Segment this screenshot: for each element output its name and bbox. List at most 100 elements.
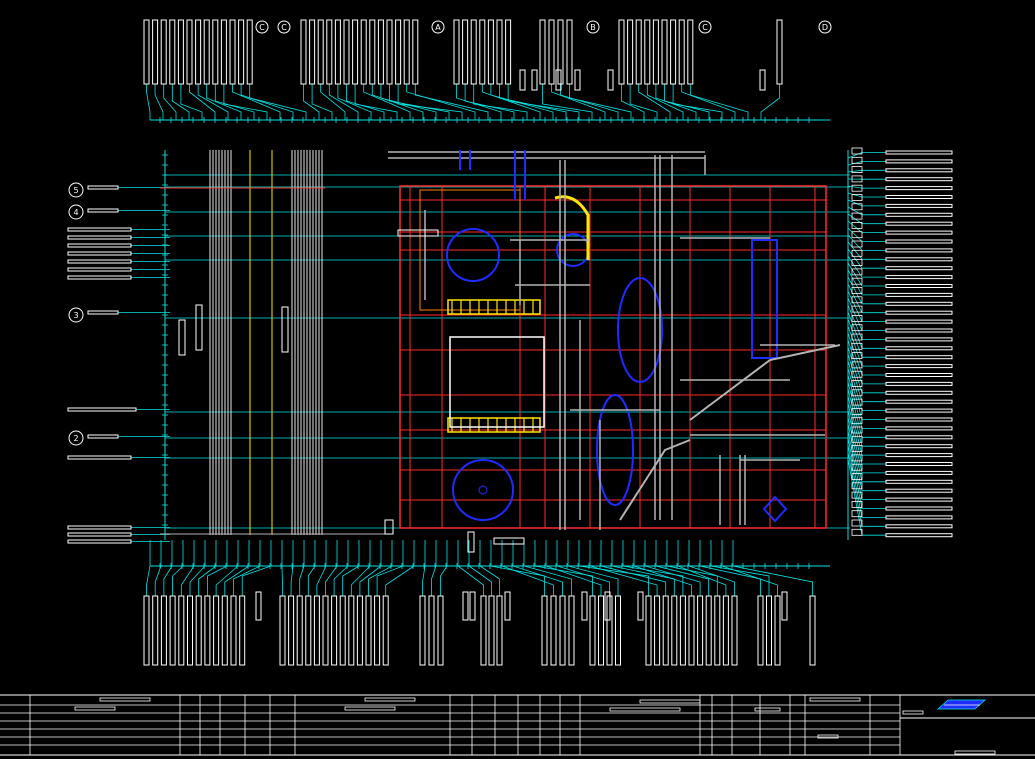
right-row-tag [851,417,863,425]
right-row-tag [851,166,863,174]
callout-label-box-top [326,19,333,85]
callout-label-box-right [885,497,953,502]
right-row-tag [851,277,863,285]
callout-label-box-top [496,19,503,85]
right-row-tag [851,240,863,248]
callout-label-box-right [885,177,953,182]
title-block-text-field [364,697,416,702]
leader-line [325,540,338,596]
leader-line [171,84,190,120]
company-logo-icon [936,699,987,710]
leader-line [371,84,424,120]
callout-label-box-top [687,19,694,85]
callout-label-box-bottom [722,595,729,666]
leader-line [512,540,563,596]
callout-label-box-top-short [759,69,766,91]
leader-line [646,84,684,120]
leader-line [672,84,723,120]
title-block-text-field [817,734,839,739]
right-row-tag [851,370,863,378]
callout-label-box-top [618,19,625,85]
title-block-text-field [344,706,396,711]
leader-line [354,84,398,120]
leader-line [677,540,727,596]
callout-label-box-top [635,19,642,85]
callout-label-box-right [885,506,953,511]
leader-line [241,540,272,596]
leader-line [154,540,162,596]
callout-label-box-right [885,310,953,315]
callout-label-box-top [505,19,512,85]
callout-label-box-right [885,221,953,226]
leader-line [197,84,229,120]
leader-line [710,540,770,596]
callout-label-box-bottom [774,595,781,666]
callout-label-box-top [776,19,783,85]
callout-label-box-left [67,251,132,256]
leader-line [847,248,886,269]
callout-label-box-top [186,19,193,85]
grid-bubble-label: C [281,23,287,32]
leader-line [611,540,675,596]
right-row-tag [851,231,863,239]
leader-line [333,540,349,596]
callout-label-box-right [885,159,953,164]
leader-line [337,84,372,120]
right-row-tag [851,203,863,211]
right-row-tag [851,296,863,304]
right-row-tag [851,380,863,387]
callout-label-box-bottom [757,595,764,666]
callout-label-box-top [386,19,393,85]
leader-line [507,84,580,120]
leader-line [290,540,294,596]
callout-label-box-bottom [279,595,286,666]
callout-label-box-right [885,444,953,449]
leader-line [556,540,610,596]
callout-label-box-top-short [519,69,526,91]
callout-label-box-top [160,19,167,85]
callout-label-box-top [220,19,227,85]
leader-line [481,84,541,120]
leader-line [281,540,283,596]
right-row-tag [851,221,863,229]
leader-line [232,84,281,120]
vessel-circle [452,459,514,521]
leader-line [303,84,320,120]
callout-label-box-bottom [671,595,678,666]
callout-label-box-top [238,19,245,85]
callout-label-box-bottom [230,595,237,666]
grid-bubble-left-4: 2 [68,430,84,446]
leader-line [422,540,426,596]
leader-line [534,540,593,596]
leader-line [189,540,206,596]
callout-label-box-bottom [488,595,495,666]
right-row-tag [851,342,863,350]
leader-line [206,84,242,120]
pipe-flange [493,537,525,545]
callout-label-box-bottom-short [781,591,788,621]
leader-line [633,540,692,596]
callout-label-box-left [67,525,132,530]
callout-label-box-bottom [714,595,721,666]
callout-label-boxes [67,19,953,666]
grid-bubble-label: C [259,23,265,32]
right-row-tag [851,491,863,499]
callout-label-box-bottom [365,595,372,666]
callout-label-box-bottom [160,595,167,666]
right-row-tag [851,361,863,369]
valve-symbol [762,495,788,523]
equipment-block [449,336,545,428]
pipe-support [384,519,394,535]
grid-bubble-top-3: A [431,20,445,34]
leader-line [847,416,886,483]
callout-label-box-right [885,266,953,271]
callout-label-box-bottom [559,595,566,666]
callout-label-box-right [885,168,953,173]
leader-line [342,540,360,596]
leader-line [523,540,572,596]
callout-label-box-bottom [697,595,704,666]
callout-label-box-bottom [339,595,346,666]
callout-label-box-top [212,19,219,85]
leader-line [638,84,671,120]
callout-label-box-bottom [331,595,338,666]
